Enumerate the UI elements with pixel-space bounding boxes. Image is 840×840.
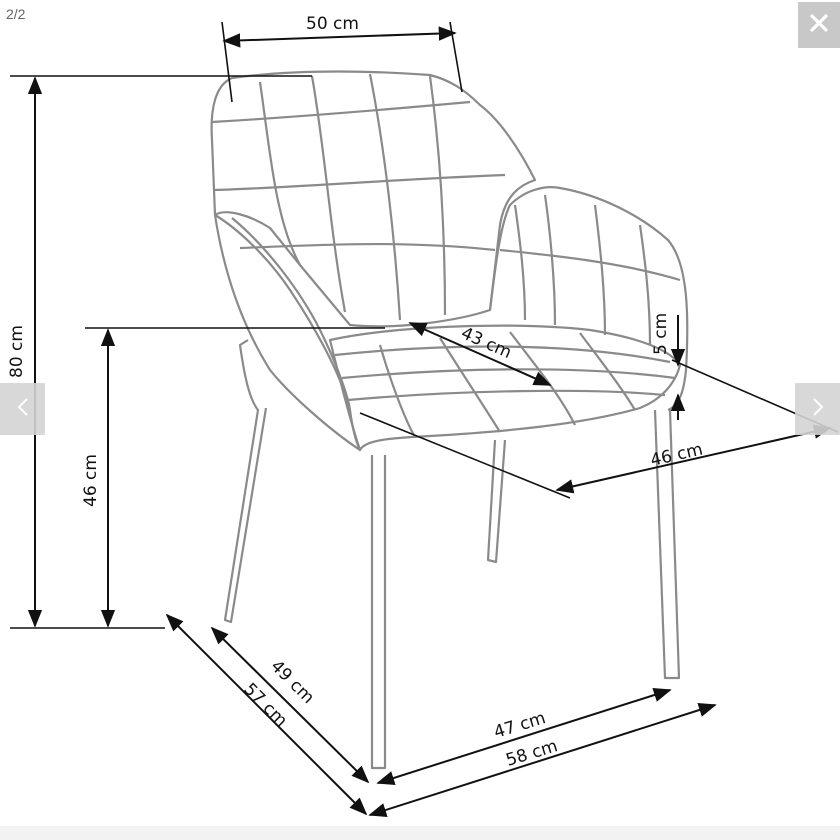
- dimension-lines: [10, 21, 839, 817]
- dim-top-width: 50 cm: [306, 14, 359, 34]
- next-image-button[interactable]: [795, 383, 840, 435]
- close-button[interactable]: [798, 2, 840, 48]
- bottom-strip: [0, 826, 840, 840]
- close-icon: [810, 13, 828, 37]
- chevron-right-icon: [811, 396, 825, 423]
- dim-total-height: 80 cm: [7, 325, 27, 378]
- dim-seat-height: 46 cm: [81, 454, 101, 507]
- image-counter: 2/2: [6, 6, 26, 22]
- dim-width-outer: 58 cm: [504, 736, 560, 771]
- previous-image-button[interactable]: [0, 383, 45, 435]
- chevron-left-icon: [16, 396, 30, 423]
- dim-armrest-height: 5 cm: [651, 313, 671, 355]
